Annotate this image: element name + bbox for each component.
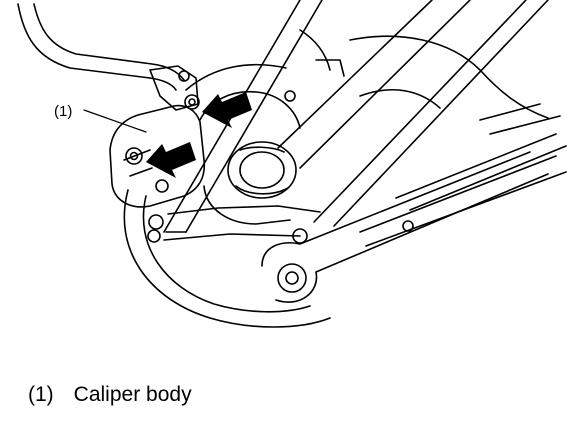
- suspension-caliper-diagram: (1): [17, 0, 567, 328]
- lateral-rod: [359, 133, 567, 247]
- callout-leader-line: [83, 109, 147, 133]
- body-panel: [299, 29, 561, 135]
- drive-shaft: [277, 0, 471, 169]
- caliper-bolt-upper: [184, 94, 200, 110]
- backing-plate: [123, 63, 331, 328]
- arrow-icon: [146, 142, 196, 178]
- caliper-bolt-lower: [125, 147, 143, 165]
- callout-label: (1): [54, 103, 72, 120]
- stabilizer-bar: [17, 3, 185, 91]
- legend: (1) Caliper body: [28, 383, 192, 407]
- arrow-icon: [202, 92, 252, 128]
- mounting-bolt-right: [284, 90, 414, 244]
- legend-number: (1): [28, 383, 54, 406]
- mounting-bolt-left: [147, 70, 190, 243]
- strut-rod: [163, 0, 323, 233]
- legend-text: Caliper body: [73, 383, 192, 406]
- trailing-link: [313, 0, 549, 227]
- cv-boot: [227, 141, 297, 199]
- lower-arm: [261, 151, 549, 303]
